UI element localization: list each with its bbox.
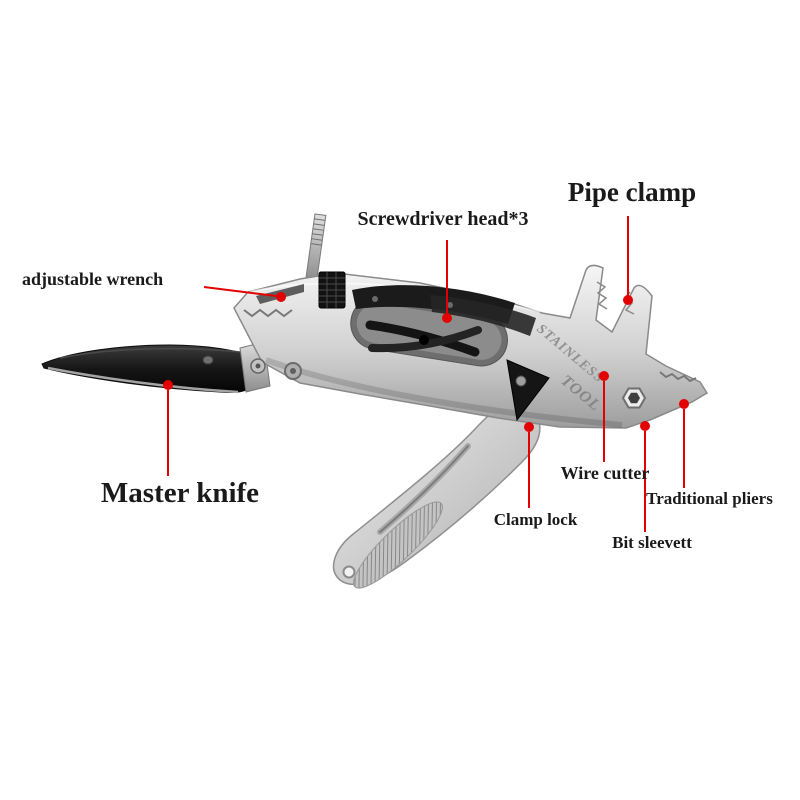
bit-sleeve-dot (640, 421, 650, 431)
leader-lines (167, 216, 685, 532)
label-bit-sleeve: Bit sleevett (612, 533, 692, 552)
handle (332, 401, 541, 589)
knife-blade (41, 344, 257, 394)
label-master-knife: Master knife (100, 477, 260, 509)
lanyard-hole (342, 565, 356, 579)
grip-inlays (352, 285, 536, 336)
screwdriver-bit (305, 213, 327, 282)
wire-cutter-dot (599, 371, 609, 381)
label-traditional-pliers: Traditional pliers (646, 489, 773, 508)
screwdriver-dot (442, 313, 452, 323)
pliers-serration (659, 371, 697, 383)
pivot-screws (250, 358, 302, 380)
traditional-pliers-dot (679, 399, 689, 409)
pipe-clamp-dot (623, 295, 633, 305)
clamp-lock-dot (524, 422, 534, 432)
label-pipe-clamp: Pipe clamp (567, 177, 697, 207)
folded-tools (365, 320, 482, 357)
label-clamp-lock: Clamp lock (493, 510, 578, 529)
knurled-adjuster (318, 271, 346, 309)
label-adjustable-wrench: adjustable wrench (22, 269, 164, 289)
bit-sleeve-hex (621, 387, 647, 409)
master-knife-dot (163, 380, 173, 390)
multitool-body-group: STAINLESS TOOL (41, 213, 709, 589)
adjustable-wrench-leader (203, 286, 277, 297)
leader-dots (163, 292, 689, 432)
adjustable-wrench-dot (276, 292, 286, 302)
label-screwdriver-head: Screwdriver head*3 (357, 208, 529, 230)
thumb-stud (202, 355, 214, 365)
clamp-lock-latch (506, 359, 550, 422)
file-texture (353, 501, 443, 589)
label-wire-cutter: Wire cutter (560, 463, 650, 483)
